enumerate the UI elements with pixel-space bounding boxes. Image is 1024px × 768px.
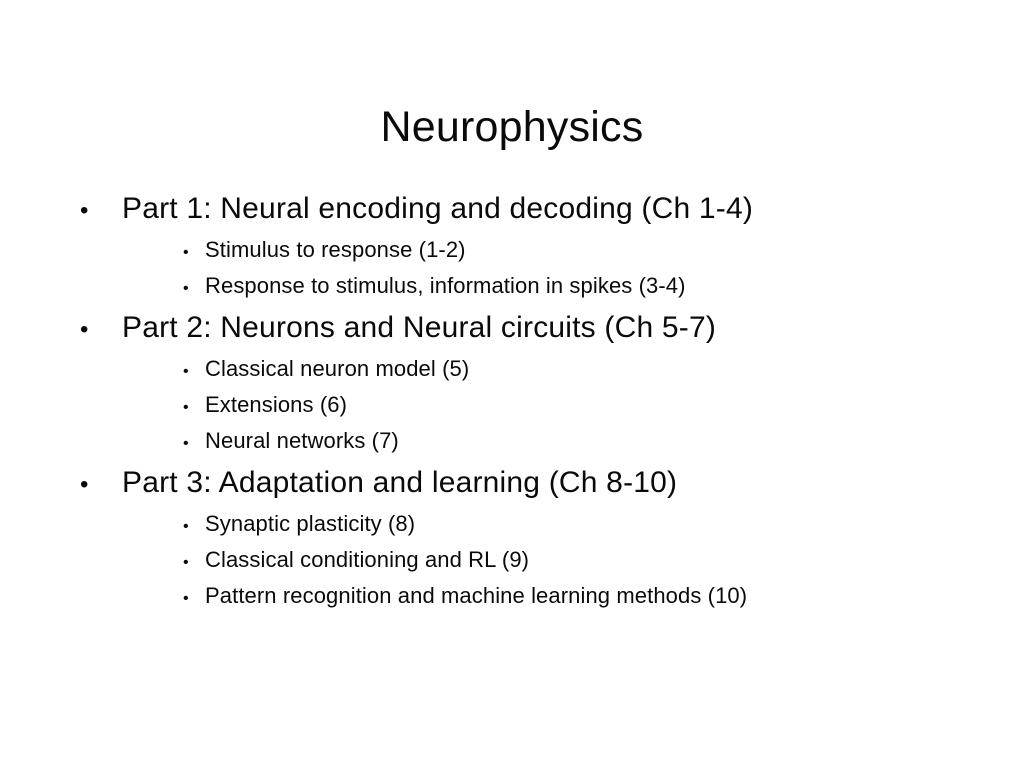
- outline-item-part-3: • Part 3: Adaptation and learning (Ch 8-…: [0, 460, 1024, 507]
- outline-subitem-text: Neural networks (7): [205, 428, 399, 453]
- outline-subitem-text: Stimulus to response (1-2): [205, 237, 466, 262]
- outline-item-part-2: • Part 2: Neurons and Neural circuits (C…: [0, 305, 1024, 352]
- bullet-icon: •: [183, 435, 189, 452]
- outline-heading: Part 2: Neurons and Neural circuits (Ch …: [122, 311, 717, 344]
- outline-subitem: • Response to stimulus, information in s…: [0, 269, 1024, 305]
- outline-subitem: • Classical neuron model (5): [0, 352, 1024, 388]
- outline-subitem-text: Pattern recognition and machine learning…: [205, 583, 748, 608]
- bullet-icon: •: [183, 518, 189, 535]
- outline-subitem: • Extensions (6): [0, 388, 1024, 424]
- outline-subitem-text: Response to stimulus, information in spi…: [205, 273, 686, 298]
- outline-subitem: • Neural networks (7): [0, 424, 1024, 460]
- outline-subitem-text: Classical conditioning and RL (9): [205, 547, 530, 572]
- bullet-icon: •: [183, 399, 189, 416]
- bullet-icon: •: [80, 471, 89, 498]
- bullet-icon: •: [183, 280, 189, 297]
- slide-body: • Part 1: Neural encoding and decoding (…: [0, 186, 1024, 615]
- bullet-icon: •: [183, 244, 189, 261]
- outline-subitem-text: Classical neuron model (5): [205, 356, 470, 381]
- bullet-icon: •: [80, 197, 89, 224]
- outline-subitem: • Stimulus to response (1-2): [0, 233, 1024, 269]
- bullet-icon: •: [80, 316, 89, 343]
- outline-heading: Part 1: Neural encoding and decoding (Ch…: [122, 192, 754, 225]
- outline-subitem: • Classical conditioning and RL (9): [0, 543, 1024, 579]
- outline-subitem: • Synaptic plasticity (8): [0, 507, 1024, 543]
- bullet-icon: •: [183, 590, 189, 607]
- outline-subitem-text: Extensions (6): [205, 392, 348, 417]
- bullet-icon: •: [183, 363, 189, 380]
- outline-heading: Part 3: Adaptation and learning (Ch 8-10…: [122, 466, 678, 499]
- outline-subitem: • Pattern recognition and machine learni…: [0, 579, 1024, 615]
- outline-subitem-text: Synaptic plasticity (8): [205, 511, 416, 536]
- slide-title: Neurophysics: [380, 103, 644, 151]
- outline-item-part-1: • Part 1: Neural encoding and decoding (…: [0, 186, 1024, 233]
- bullet-icon: •: [183, 554, 189, 571]
